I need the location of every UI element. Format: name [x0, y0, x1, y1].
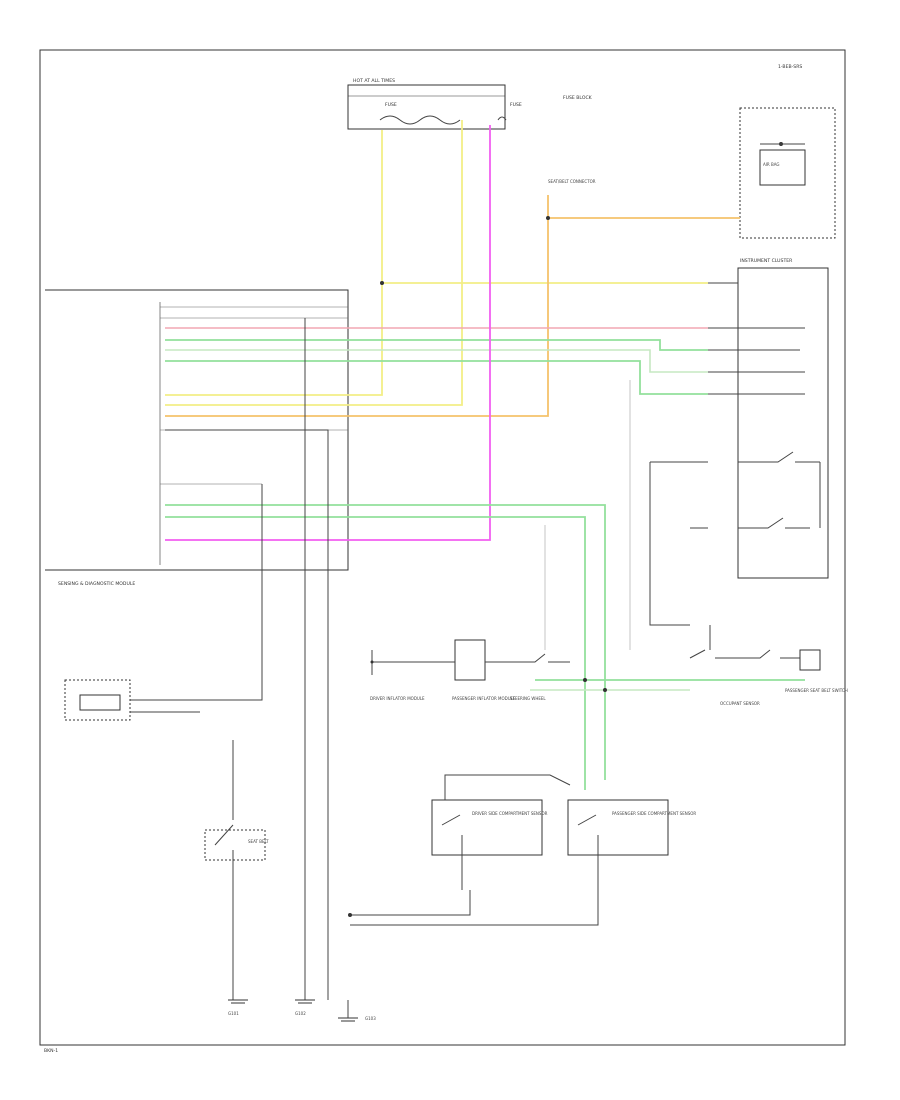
passenger-sensor-label: PASSENGER SIDE COMPARTMENT SENSOR: [612, 811, 696, 816]
inflator-row: DRIVER INFLATOR MODULE PASSENGER INFLATO…: [370, 639, 848, 706]
wire-green-3: [165, 360, 708, 395]
compartment-sensors: DRIVER SIDE COMPARTMENT SENSOR PASSENGER…: [350, 774, 696, 926]
inflator-right-label: PASSENGER SEAT BELT SWITCH: [785, 688, 848, 693]
junction-dots: [348, 216, 607, 917]
inflator-left-label: DRIVER INFLATOR MODULE: [370, 696, 425, 701]
fuse-block-side-label: FUSE BLOCK: [563, 95, 593, 101]
lamp-label: AIR BAG: [763, 162, 779, 167]
page-ref: 1-BEB-SRS: [778, 64, 802, 70]
ground-1-label: G101: [228, 1011, 239, 1016]
driver-sensor-label: DRIVER SIDE COMPARTMENT SENSOR: [472, 811, 548, 816]
srs-module: SENSING & DIAGNOSTIC MODULE: [45, 289, 349, 587]
wire-black-1: [165, 429, 329, 1000]
wire-orange: [165, 195, 549, 417]
inflator-mid-label: PASSENGER INFLATOR MODULE: [452, 696, 516, 701]
wire-yellow-3: [165, 120, 463, 406]
steering-switch-label: STEERING WHEEL: [510, 696, 546, 701]
seat-belt-switch-label: SEAT BELT: [248, 839, 269, 844]
fuse-block-title: HOT AT ALL TIMES: [353, 78, 395, 84]
grounds: G101 G102 G103: [228, 999, 376, 1022]
seat-belt-switch: SEAT BELT: [204, 740, 269, 1000]
footer-text: BKN-1: [44, 1048, 58, 1054]
battery-junction-label: SEAT/BELT CONNECTOR: [548, 179, 596, 184]
srs-module-label: SENSING & DIAGNOSTIC MODULE: [58, 581, 135, 587]
wire-green-4: [165, 504, 606, 780]
ground-2-label: G102: [295, 1011, 306, 1016]
wire-yellow-2: [165, 283, 383, 396]
wire-yellow-1: [381, 130, 708, 284]
instrument-cluster: INSTRUMENT CLUSTER: [708, 258, 829, 579]
fuse-right-label: FUSE: [510, 102, 522, 108]
instrument-cluster-label: INSTRUMENT CLUSTER: [740, 258, 793, 264]
occupant-sensor-label: OCCUPANT SENSOR: [720, 701, 760, 706]
ground-3-label: G103: [365, 1016, 376, 1021]
wire-green-5: [165, 516, 586, 790]
upper-right-box: AIR BAG SEAT/BELT CONNECTOR: [548, 107, 836, 239]
wire-black-5: [649, 462, 711, 650]
occupant-sensor: [64, 679, 262, 721]
fuse-left-label: FUSE: [385, 102, 397, 108]
diagram-frame: [39, 49, 846, 1046]
wire-green-2: [165, 349, 708, 373]
fuse-block: HOT AT ALL TIMES FUSE FUSE FUSE BLOCK: [347, 78, 593, 130]
wire-magenta: [165, 125, 491, 541]
wire-green-1: [165, 339, 708, 351]
